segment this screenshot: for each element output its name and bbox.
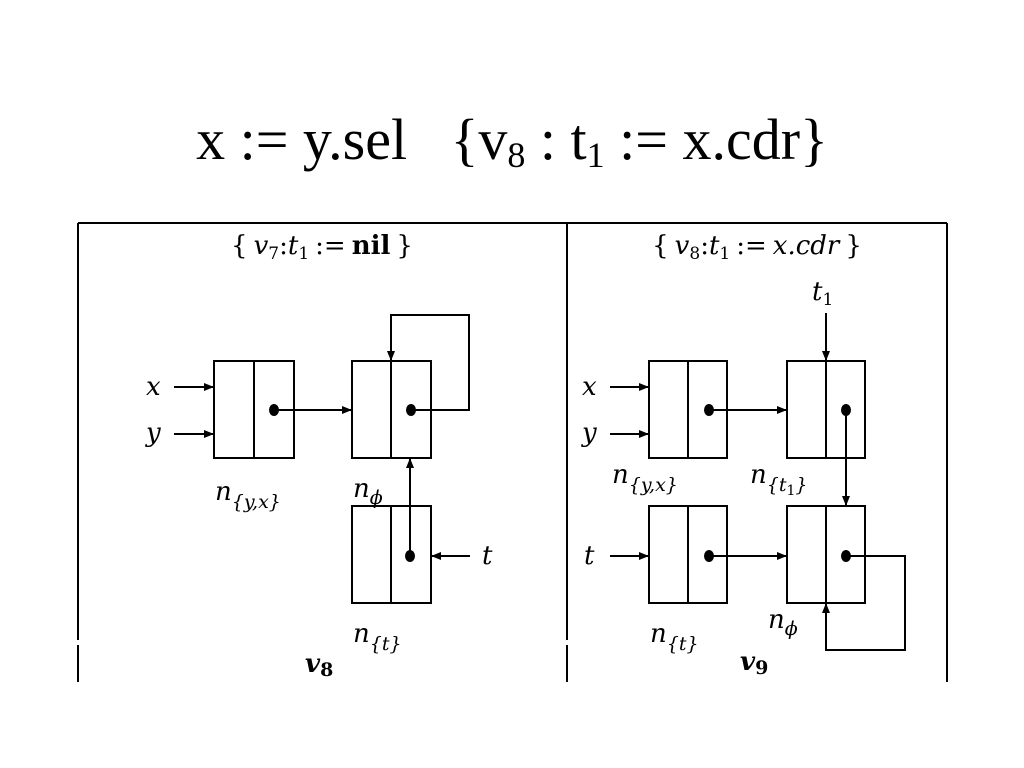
title-rhs: := x.cdr [619,107,801,172]
node-n-t1 [786,360,866,459]
node-label-n-t1: n{t1} [750,460,808,499]
title-colon: : [539,107,557,172]
panel-left-footer: v8 [305,649,333,681]
panel-right-header: {v8:t1:=x.cdr} [652,231,862,264]
title-t-sub: 1 [586,135,605,175]
arrow-phi-self-loop [387,314,470,411]
node-label-n-yx: n{y,x} [612,460,678,496]
node-n-t [351,505,432,604]
var-y-label: y [145,418,161,448]
node-label-n-t: n{t} [650,619,699,655]
node-label-n-t: n{t} [353,619,402,655]
panel-right-footer: v9 [740,647,768,679]
var-y-label: y [581,418,597,448]
title-var: v [478,107,508,172]
title-brace-open: { [450,107,479,172]
node-label-n-yx: n{y,x} [215,477,281,513]
panel-right: {v8:t1:=x.cdr} t1 x y t [581,231,906,679]
node-label-n-phi: nϕ [768,605,798,640]
diagram-frame [77,222,948,682]
title-t: t [570,107,587,172]
panel-left-header: {v7:t1:=nil} [231,231,413,264]
title-brace-close: } [800,107,828,172]
node-label-n-phi: nϕ [353,474,383,509]
node-n-phi [786,505,866,604]
arrow-phi-self-loop [822,555,906,651]
panel-left: {v7:t1:=nil} x y t n{y,x} [145,231,493,681]
title-var-sub: 8 [507,135,526,175]
slide-title: x := y.sel {v8 : t1 := x.cdr} [0,100,1024,180]
var-x-label: x [582,372,597,402]
node-n-t [648,505,728,604]
var-t-label: t [584,541,595,571]
var-t1-label: t1 [812,277,833,310]
title-lhs: x := y.sel [196,107,408,172]
var-x-label: x [146,372,161,402]
var-t-label: t [482,541,493,571]
